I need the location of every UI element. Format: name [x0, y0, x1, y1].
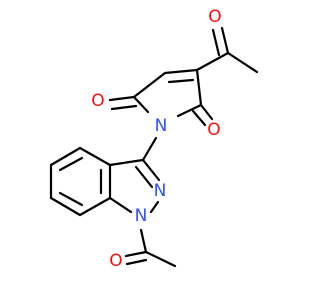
bond-c7-c7a-benzene	[78, 196, 112, 217]
molecule-canvas: O O O O N N N	[49, 7, 259, 271]
bond-c5-c4	[132, 71, 167, 99]
bond-c5-o-double-a	[108, 95, 136, 102]
bond-acetyl-c-o-double-b	[125, 258, 148, 266]
bond-c2-o-double-b	[191, 109, 207, 127]
atom-nitrogen-indazole-n2: N	[154, 181, 167, 201]
bond-acetyl-c-o-double-a	[124, 250, 148, 258]
bond-acyl-c-o-double-a	[220, 26, 230, 55]
bond-c3a-c4	[78, 146, 112, 167]
atom-oxygen-acetyl-bottom: O	[109, 251, 122, 271]
bond-c4-c5-benzene	[49, 146, 82, 167]
bond-c3-c2	[195, 68, 203, 107]
bond-c5-o-double-b	[110, 104, 138, 111]
bond-c6-c7-benzene	[49, 196, 82, 217]
atom-nitrogen-indazole-n1: N	[135, 206, 148, 226]
bond-acetyl-c-methyl	[144, 250, 177, 268]
bond-n-imide-to-indazole-c3	[141, 136, 158, 162]
bond-benzene-inner-b	[58, 191, 84, 207]
bond-n1-c5	[132, 95, 150, 114]
bond-c3-acyl-carbon	[195, 51, 230, 72]
bond-n2-n1	[149, 200, 160, 214]
atom-oxygen-right: O	[207, 120, 220, 140]
bond-n1-acetyl-carbon	[139, 228, 148, 254]
chemical-structure-diagram: O O O O N N N	[49, 7, 259, 271]
bond-c4-c3-double-inner	[167, 78, 195, 84]
bond-c3a-c3	[108, 158, 145, 167]
bond-n1-c7a	[108, 196, 133, 214]
atom-oxygen-left: O	[91, 91, 104, 111]
bond-benzene-inner-a	[58, 156, 84, 172]
bond-acyl-c-methyl	[226, 51, 259, 74]
bond-acyl-c-o-double-b	[211, 28, 221, 57]
bond-c3-n2-double-b	[134, 165, 154, 189]
bond-c2-n1	[176, 103, 203, 118]
atom-nitrogen-imide: N	[155, 116, 168, 136]
bond-c4-c3-double-outer	[163, 68, 199, 75]
bond-c2-o-double-a	[199, 103, 214, 121]
bond-c3-n2-double-a	[141, 158, 161, 182]
atom-oxygen-acetyl-top: O	[208, 7, 221, 27]
